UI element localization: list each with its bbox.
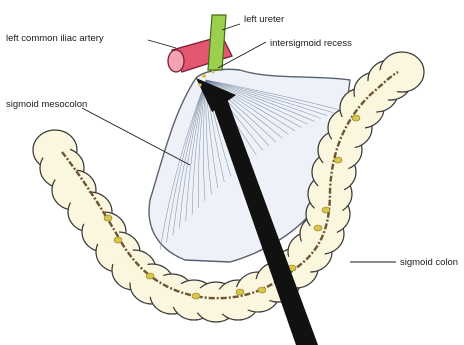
lymph-node: [352, 115, 360, 121]
label-left-ureter: left ureter: [244, 14, 284, 25]
label-left-common-iliac-artery: left common iliac artery: [6, 33, 104, 44]
colon-lumen: [387, 59, 417, 85]
lymph-node: [192, 293, 200, 299]
lymph-node: [104, 215, 112, 221]
colon-lumen: [319, 159, 349, 185]
lymph-node: [114, 237, 122, 243]
lymph-node: [146, 273, 154, 279]
label-sigmoid-colon: sigmoid colon: [400, 257, 458, 268]
lymph-node: [236, 289, 244, 295]
lymph-node: [322, 207, 330, 213]
lymph-node: [314, 225, 322, 231]
lymph-node: [334, 157, 342, 163]
lymph-node: [258, 287, 266, 293]
left-ureter: [208, 15, 226, 70]
label-sigmoid-mesocolon: sigmoid mesocolon: [6, 99, 87, 110]
leader-left-common-iliac-artery: [148, 40, 176, 48]
label-intersigmoid-recess: intersigmoid recess: [270, 38, 352, 49]
